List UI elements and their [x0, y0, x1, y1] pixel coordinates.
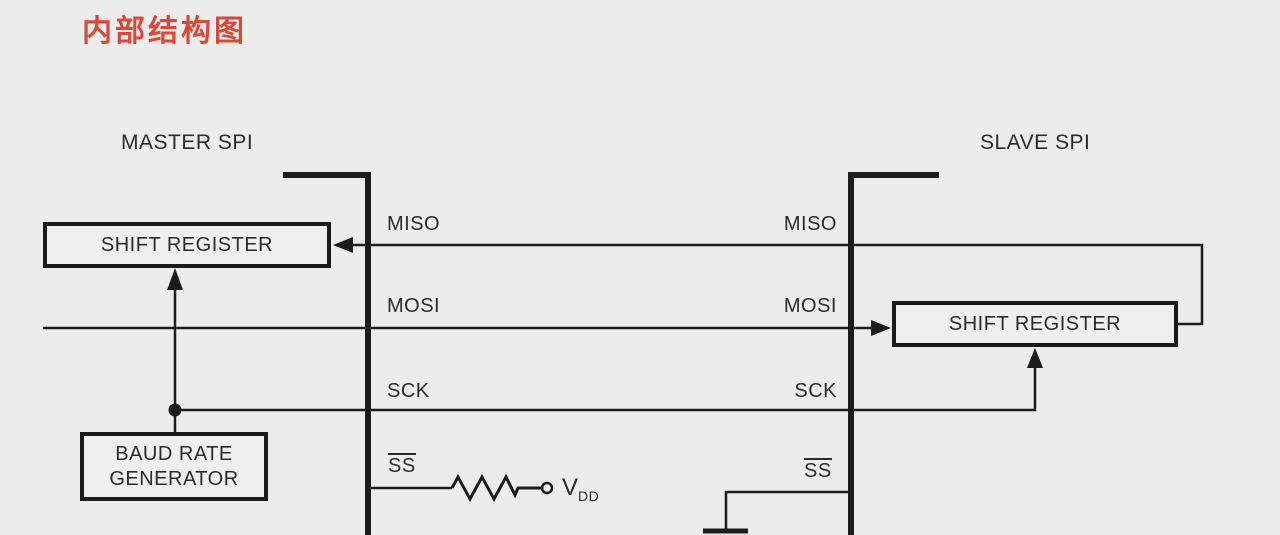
- vdd-terminal-icon: [540, 481, 554, 495]
- slave-shift-register-box: SHIFT REGISTER: [892, 301, 1178, 347]
- master-ss-overbar-text: SS: [388, 453, 416, 477]
- slave-ss-overbar-text: SS: [804, 458, 832, 482]
- baud-rate-generator-label-line2: GENERATOR: [109, 467, 239, 490]
- slave-shift-register-label: SHIFT REGISTER: [948, 312, 1122, 335]
- baud-arrowhead-icon: [167, 268, 183, 290]
- slave-miso-label: MISO: [783, 213, 837, 235]
- pullup-resistor-icon: [450, 473, 541, 503]
- slave-spi-heading: SLAVE SPI: [980, 131, 1091, 154]
- slave-mosi-label: MOSI: [783, 295, 837, 317]
- master-mosi-label: MOSI: [387, 295, 441, 317]
- sck-wire: [175, 366, 1037, 412]
- vdd-subscript-text: DD: [578, 488, 600, 504]
- slave-sck-label: SCK: [794, 380, 837, 402]
- slave-ss-label: SS: [804, 458, 832, 483]
- vdd-base-text: V: [562, 474, 579, 501]
- master-shift-register-label: SHIFT REGISTER: [100, 233, 274, 256]
- sck-junction-dot-icon: [168, 403, 182, 417]
- page-title: 内部结构图: [82, 14, 247, 49]
- mosi-arrowhead-icon: [871, 320, 891, 336]
- master-sck-label: SCK: [387, 380, 430, 402]
- master-miso-label: MISO: [387, 213, 441, 235]
- baud-rate-generator-box: BAUD RATE GENERATOR: [80, 432, 268, 501]
- master-spi-heading: MASTER SPI: [121, 131, 254, 154]
- vdd-label: VDD: [562, 474, 599, 504]
- slave-ss-wire: [724, 490, 851, 530]
- master-shift-register-box: SHIFT REGISTER: [43, 222, 331, 268]
- slave-boundary-line: [848, 172, 939, 535]
- baud-rate-generator-label-line1: BAUD RATE: [115, 442, 233, 465]
- sck-arrowhead-icon: [1027, 348, 1043, 368]
- miso-arrowhead-icon: [333, 237, 353, 253]
- master-ss-label: SS: [388, 453, 416, 478]
